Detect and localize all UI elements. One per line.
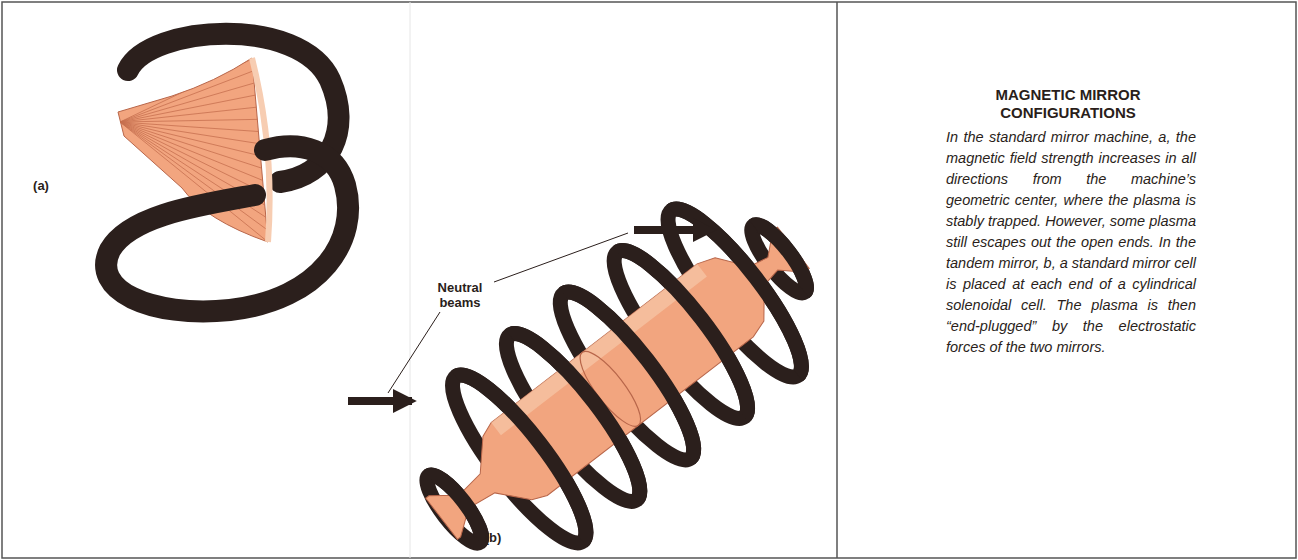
caption-title: MAGNETIC MIRROR CONFIGURATIONS: [968, 86, 1168, 122]
beam-arrow: [634, 226, 712, 234]
magnet-coil: [671, 195, 819, 376]
panel-label: (b): [476, 530, 510, 545]
tandem-mirror: [378, 165, 857, 560]
caption-text: In the standard mirror machine, a, the m…: [946, 127, 1196, 358]
magnet-coil: [429, 468, 490, 542]
plasma-column: [414, 211, 822, 555]
leader-line: [388, 312, 440, 393]
divider: [410, 2, 411, 558]
magnet-coil: [753, 218, 814, 292]
beam-arrow: [348, 397, 412, 405]
divider: [836, 2, 838, 558]
panel-label: (a): [24, 178, 58, 193]
part-label: Neutral beams: [428, 280, 492, 310]
leader-line: [494, 233, 628, 282]
mirror-coil: [106, 146, 348, 311]
